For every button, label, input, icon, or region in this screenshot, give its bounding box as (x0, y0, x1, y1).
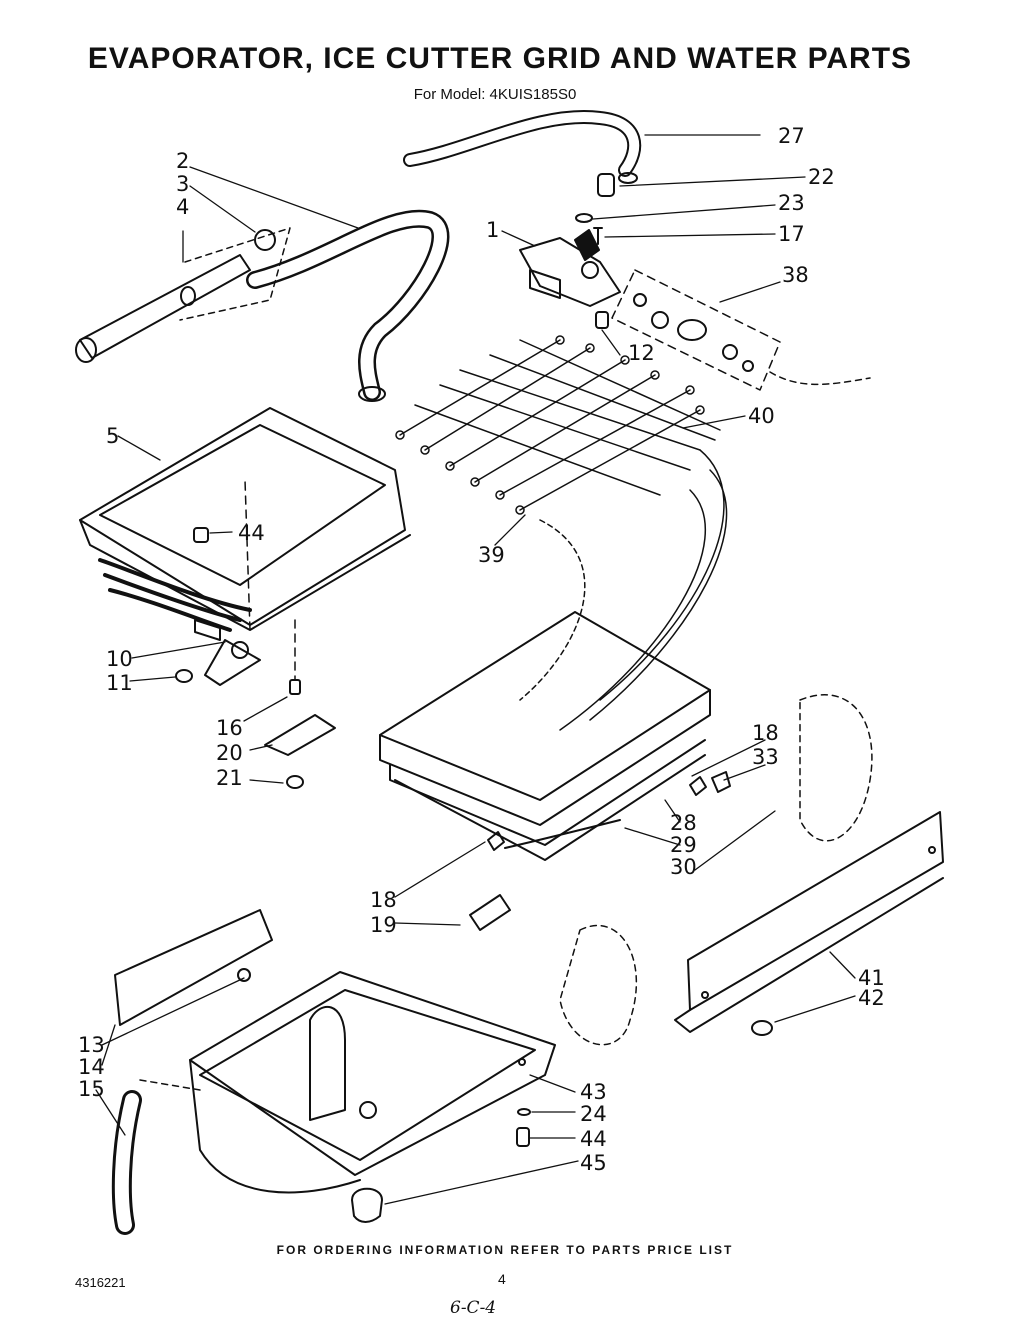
ice-bin-part (189, 971, 556, 1194)
callout-label: 43 (580, 1080, 607, 1104)
mounting-bracket-part (114, 909, 273, 1026)
ghost-bracket-part (799, 694, 873, 842)
diagram-title: EVAPORATOR, ICE CUTTER GRID AND WATER PA… (87, 42, 913, 75)
bolt-part (516, 1127, 530, 1147)
page-number: 4 (498, 1271, 506, 1287)
callout-label: 12 (628, 341, 655, 365)
water-tube-part (403, 110, 642, 184)
callout-label: 3 (176, 172, 189, 196)
fitting-kit-part (611, 269, 871, 391)
clip-part (689, 776, 707, 796)
ring-part (575, 213, 593, 223)
callout-label: 33 (752, 745, 779, 769)
callout-label: 40 (748, 404, 775, 428)
callout-label: 4 (176, 195, 189, 219)
valve-bushing-part (595, 311, 609, 329)
callout-label: 45 (580, 1151, 607, 1175)
clip-part (711, 771, 731, 793)
document-number: 4316221 (75, 1275, 126, 1290)
bolt-part (289, 679, 301, 695)
callout-label: 13 (78, 1033, 105, 1057)
callout-label: 29 (670, 833, 697, 857)
callout-labels: 27 22 23 17 1 38 12 40 39 2 3 4 5 44 10 … (78, 124, 885, 1175)
callout-label: 20 (216, 741, 243, 765)
callout-label: 1 (486, 218, 499, 242)
callout-label: 44 (580, 1127, 607, 1151)
drain-hose-part (75, 209, 450, 402)
callout-label: 28 (670, 811, 697, 835)
wire-part (504, 819, 621, 849)
callout-label: 5 (106, 424, 119, 448)
screw-part (751, 1020, 773, 1036)
callout-label: 39 (478, 543, 505, 567)
ghost-bracket-part (559, 924, 638, 1046)
callout-label: 21 (216, 766, 243, 790)
evaporator-part (79, 407, 411, 686)
callout-label: 18 (752, 721, 779, 745)
callout-label: 44 (238, 521, 265, 545)
callout-label: 14 (78, 1055, 105, 1079)
callout-label: 41 (858, 966, 885, 990)
nut-part (237, 968, 251, 982)
callout-label: 15 (78, 1077, 105, 1101)
sleeve-part (597, 173, 615, 197)
callout-label: 2 (176, 149, 189, 173)
water-valve-part (519, 229, 621, 307)
callout-label: 42 (858, 986, 885, 1010)
callout-label: 24 (580, 1102, 607, 1126)
bracket-part (264, 714, 336, 756)
plug-part (469, 894, 511, 931)
callout-label: 22 (808, 165, 835, 189)
callout-label: 18 (370, 888, 397, 912)
foot-part (351, 1187, 383, 1223)
front-panel-part (674, 811, 944, 1033)
washer-part (517, 1108, 531, 1116)
callout-label: 23 (778, 191, 805, 215)
handwritten-note: 6-C-4 (450, 1298, 497, 1318)
screw-part (593, 227, 603, 245)
callout-label: 16 (216, 716, 243, 740)
callout-label: 30 (670, 855, 697, 879)
screw-part (175, 669, 193, 683)
callout-label: 11 (106, 671, 133, 695)
callout-label: 38 (782, 263, 809, 287)
model-subtitle: For Model: 4KUIS185S0 (413, 86, 577, 103)
grid-frame-part (379, 611, 711, 861)
callout-label: 17 (778, 222, 805, 246)
ordering-footer: FOR ORDERING INFORMATION REFER TO PARTS … (276, 1243, 734, 1257)
leader-lines (95, 134, 856, 1205)
callout-label: 19 (370, 913, 397, 937)
clip-part (487, 831, 505, 851)
nut-part (286, 775, 304, 789)
callout-label: 10 (106, 647, 133, 671)
callout-label: 27 (778, 124, 805, 148)
cutter-grid-part (395, 335, 728, 731)
